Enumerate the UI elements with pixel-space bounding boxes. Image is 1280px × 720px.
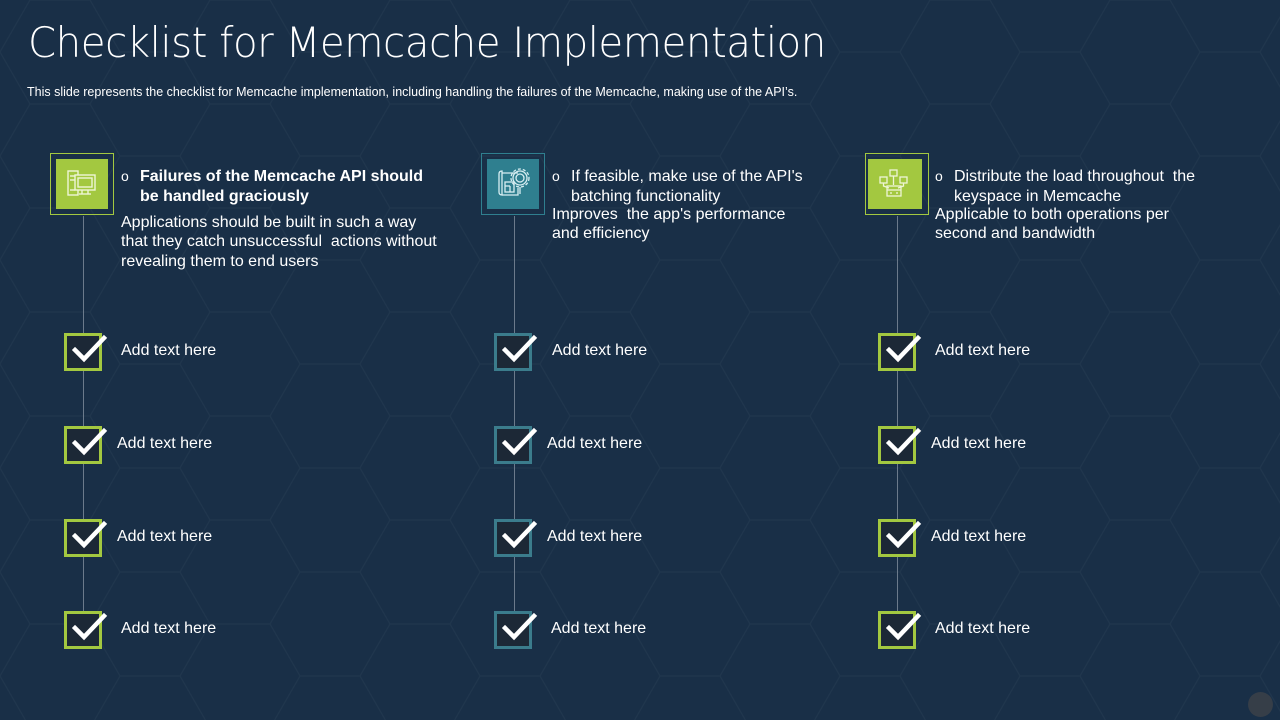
timeline-connector [83,216,84,612]
icon-tile [56,159,108,209]
checklist-description: Improves the app's performance and effic… [552,206,786,243]
checkbox[interactable] [64,426,108,464]
checklist-item-label[interactable]: Add text here [551,620,647,637]
checklist-item-label[interactable]: Add text here [117,435,213,452]
checkmark-icon [502,612,538,641]
checkbox[interactable] [64,611,108,649]
checkmark-icon [72,427,108,456]
checkbox[interactable] [494,519,538,557]
distributed-boxes-icon [879,169,908,197]
checklist-heading: o Distribute the load throughout the key… [935,168,1196,205]
checkbox[interactable] [494,333,538,371]
checklist-item-label[interactable]: Add text here [547,528,643,545]
icon-tile [868,159,922,209]
checklist-item-label[interactable]: Add text here [117,528,213,545]
checklist-item-label[interactable]: Add text here [931,528,1027,545]
checklist-description: Applicable to both operations per second… [935,206,1169,243]
checkmark-icon [886,427,922,456]
timeline-connector [514,216,515,612]
corner-indicator-dot [1248,692,1273,717]
checkbox[interactable] [878,611,922,649]
slide-subtitle: This slide represents the checklist for … [27,85,798,99]
checkbox[interactable] [64,333,108,371]
icon-frame [481,153,545,215]
bullet-marker: o [121,168,129,184]
icon-frame [865,153,929,215]
checklist-heading: o Failures of the Memcache API should be… [121,168,424,205]
checklist-item-label[interactable]: Add text here [931,435,1027,452]
checklist-heading: o If feasible, make use of the API's bat… [552,168,803,205]
timeline-connector [897,216,898,612]
icon-frame [50,153,114,215]
checkmark-icon [502,520,538,549]
bullet-marker: o [935,168,943,184]
blueprint-search-gear-icon [498,168,530,196]
checkmark-icon [886,520,922,549]
checkmark-icon [72,612,108,641]
checklist-item-label[interactable]: Add text here [935,620,1031,637]
checkbox[interactable] [878,519,922,557]
checkbox[interactable] [878,333,922,371]
checklist-item-label[interactable]: Add text here [121,342,217,359]
checkbox[interactable] [494,611,538,649]
computer-monitor-icon [67,170,96,196]
slide-title: Checklist for Memcache Implementation [28,18,826,67]
bullet-marker: o [552,168,560,184]
checkmark-icon [72,520,108,549]
checklist-item-label[interactable]: Add text here [552,342,648,359]
checkmark-icon [502,427,538,456]
icon-tile [487,159,539,209]
checklist-description: Applications should be built in such a w… [121,214,437,270]
checkmark-icon [72,334,108,363]
checkbox[interactable] [878,426,922,464]
checklist-item-label[interactable]: Add text here [121,620,217,637]
checkbox[interactable] [64,519,108,557]
checkbox[interactable] [494,426,538,464]
checkmark-icon [886,334,922,363]
checkmark-icon [502,334,538,363]
checklist-item-label[interactable]: Add text here [935,342,1031,359]
checklist-item-label[interactable]: Add text here [547,435,643,452]
checkmark-icon [886,612,922,641]
